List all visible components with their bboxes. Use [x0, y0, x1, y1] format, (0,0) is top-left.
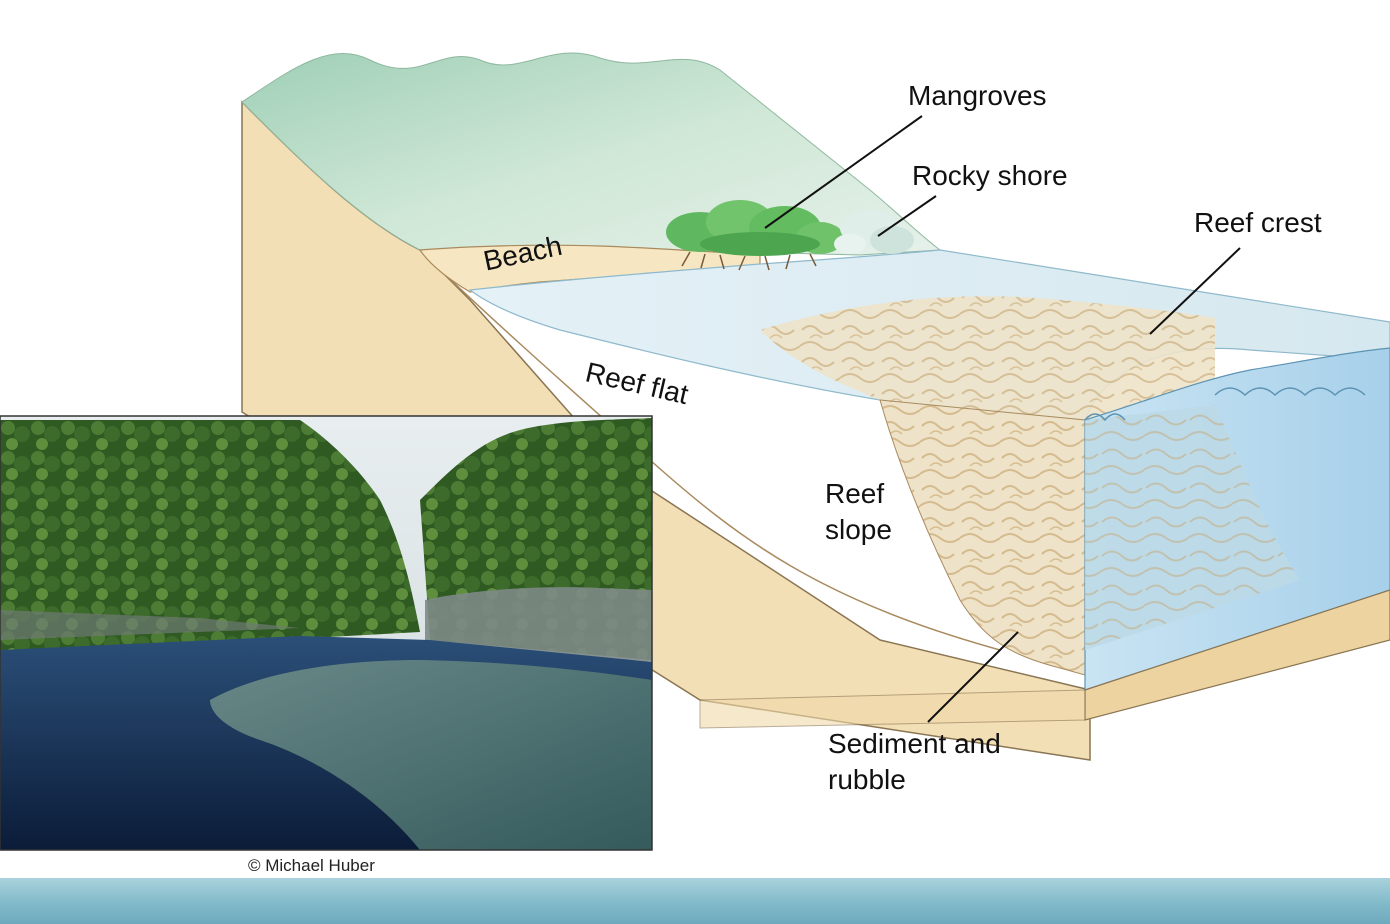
leader-rocky-shore [877, 195, 937, 237]
substrate-line [419, 249, 1001, 651]
label-sediment-line1: Sediment and [828, 728, 1001, 759]
photo-forest-left [0, 420, 420, 655]
photo-reef-flat [210, 660, 652, 850]
leader-mangroves [764, 115, 923, 229]
wave-line [1084, 387, 1366, 422]
mangroves-cluster [666, 200, 844, 271]
label-reef-crest: Reef crest [1194, 207, 1322, 238]
label-mangroves: Mangroves [908, 80, 1047, 111]
label-reef-slope-line2: slope [825, 514, 892, 545]
bottom-decorative-band [0, 878, 1390, 924]
reef-crest-band [760, 296, 1215, 420]
label-sediment-line2: rubble [828, 764, 906, 795]
photo-cliff [425, 587, 652, 662]
reef-slope-face [879, 399, 1086, 676]
photo-credit: © Michael Huber [248, 856, 375, 875]
leader-sediment [927, 631, 1019, 723]
leader-reef-crest [1149, 247, 1241, 335]
underwater-reef [1085, 405, 1300, 650]
label-reef-slope-line1: Reef [825, 478, 885, 509]
label-sediment-rubble: Sediment and rubble [828, 726, 1001, 798]
label-rocky-shore: Rocky shore [912, 160, 1068, 191]
inset-photo [0, 415, 653, 851]
label-reef-slope: Reef slope [825, 476, 892, 548]
